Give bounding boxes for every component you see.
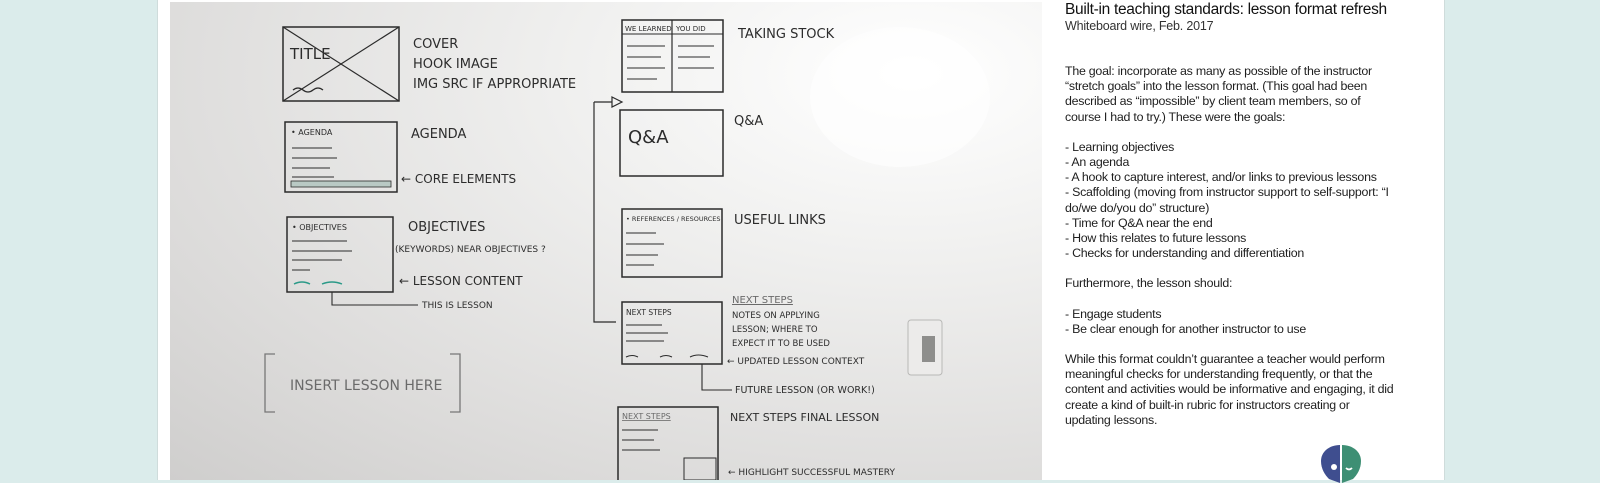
goal-item: - A hook to capture interest, and/or lin… — [1065, 170, 1377, 185]
objectives-label: OBJECTIVES — [408, 220, 485, 235]
goal-item: - Checks for understanding and different… — [1065, 246, 1304, 261]
wall-thermostat — [907, 319, 943, 376]
insert-lesson-label: INSERT LESSON HERE — [290, 378, 442, 394]
whiteboard-sketch: TITLE COVER HOOK IMAGE IMG SRC IF APPROP… — [264, 19, 990, 480]
next-steps-box-label: NEXT STEPS — [626, 308, 672, 317]
should-item: - Be clear enough for another instructor… — [1065, 321, 1307, 336]
furthermore-paragraph: Furthermore, the lesson should: — [1065, 276, 1233, 291]
next-steps-final-wireframe: NEXT STEPS — [617, 406, 719, 480]
closing-paragraph: While this format couldn’t guarantee a t… — [1065, 352, 1394, 427]
goal-item: - An agenda — [1065, 155, 1130, 170]
next-steps-note-1: NOTES ON APPLYING — [732, 311, 820, 321]
goal-paragraph: The goal: incorporate as many as possibl… — [1065, 64, 1372, 124]
insert-lesson-bracket — [264, 353, 461, 413]
cover-note-2: HOOK IMAGE — [413, 57, 498, 72]
objectives-box-label: • OBJECTIVES — [292, 223, 347, 232]
qa-box-label: Q&A — [628, 127, 669, 148]
cover-wireframe: TITLE — [282, 26, 400, 102]
lesson-content-label: ← LESSON CONTENT — [399, 274, 523, 288]
cover-note-1: COVER — [413, 37, 458, 52]
qa-label: Q&A — [734, 114, 763, 129]
article-title: Built-in teaching standards: lesson form… — [1065, 1, 1387, 18]
this-is-lesson-label: THIS IS LESSON — [421, 301, 493, 311]
goal-item: - Scaffolding (moving from instructor su… — [1065, 185, 1389, 215]
article-subtitle: Whiteboard wire, Feb. 2017 — [1065, 19, 1214, 33]
brain-logo-icon[interactable] — [1315, 443, 1367, 483]
title-box-label: TITLE — [289, 45, 331, 63]
next-steps-wireframe: NEXT STEPS — [621, 301, 723, 365]
next-steps-final-box-label: NEXT STEPS — [622, 412, 671, 421]
future-lesson-label: FUTURE LESSON (OR WORK!) — [735, 385, 875, 396]
agenda-wireframe: • AGENDA — [284, 121, 398, 193]
goal-item: - How this relates to future lessons — [1065, 231, 1247, 246]
taking-stock-label: TAKING STOCK — [737, 27, 835, 42]
we-learned-col: WE LEARNED — [625, 25, 672, 33]
references-box-label: • REFERENCES / RESOURCES — [626, 215, 721, 223]
objectives-wireframe: • OBJECTIVES — [286, 216, 394, 293]
should-item: - Engage students — [1065, 306, 1162, 321]
core-elements-label: ← CORE ELEMENTS — [401, 172, 516, 186]
agenda-box-label: • AGENDA — [291, 128, 333, 137]
goal-item: - Learning objectives — [1065, 139, 1175, 154]
qa-wireframe: Q&A — [619, 109, 724, 177]
useful-links-wireframe: • REFERENCES / RESOURCES — [621, 208, 723, 278]
cover-note-3: IMG SRC IF APPROPRIATE — [413, 77, 576, 92]
next-steps-note-2: LESSON; WHERE TO — [732, 325, 818, 335]
highlight-mastery-label: ← HIGHLIGHT SUCCESSFUL MASTERY — [728, 468, 895, 478]
next-steps-heading: NEXT STEPS — [732, 295, 793, 306]
whiteboard-photo: TITLE COVER HOOK IMAGE IMG SRC IF APPROP… — [170, 2, 1042, 480]
agenda-label: AGENDA — [411, 127, 466, 142]
article: Built-in teaching standards: lesson form… — [1065, 0, 1395, 480]
you-did-col: YOU DID — [675, 25, 706, 33]
objectives-note: (KEYWORDS) NEAR OBJECTIVES ? — [395, 245, 546, 255]
useful-links-label: USEFUL LINKS — [734, 213, 826, 228]
next-steps-final-label: NEXT STEPS FINAL LESSON — [730, 411, 879, 424]
goal-item: - Time for Q&A near the end — [1065, 215, 1213, 230]
next-steps-note-3: EXPECT IT TO BE USED — [732, 339, 830, 349]
taking-stock-wireframe: WE LEARNED YOU DID — [621, 19, 724, 93]
updated-context-label: ← UPDATED LESSON CONTEXT — [727, 357, 865, 367]
